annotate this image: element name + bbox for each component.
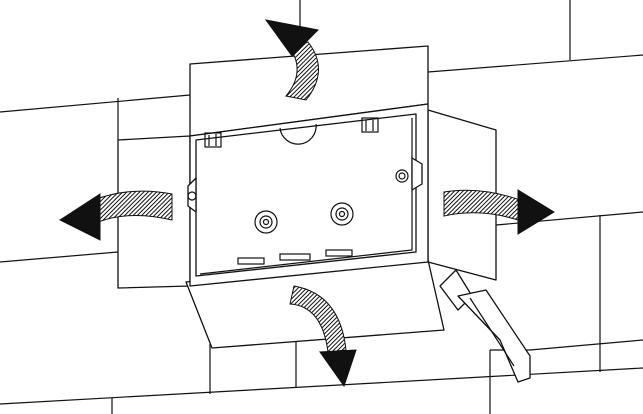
electrical-box xyxy=(187,103,429,287)
utility-knife xyxy=(439,269,531,383)
flap-left-arrow xyxy=(58,190,173,241)
flap-up-arrow xyxy=(264,19,320,101)
flap-down-arrow xyxy=(289,285,357,388)
flap-right-arrow xyxy=(443,189,555,235)
